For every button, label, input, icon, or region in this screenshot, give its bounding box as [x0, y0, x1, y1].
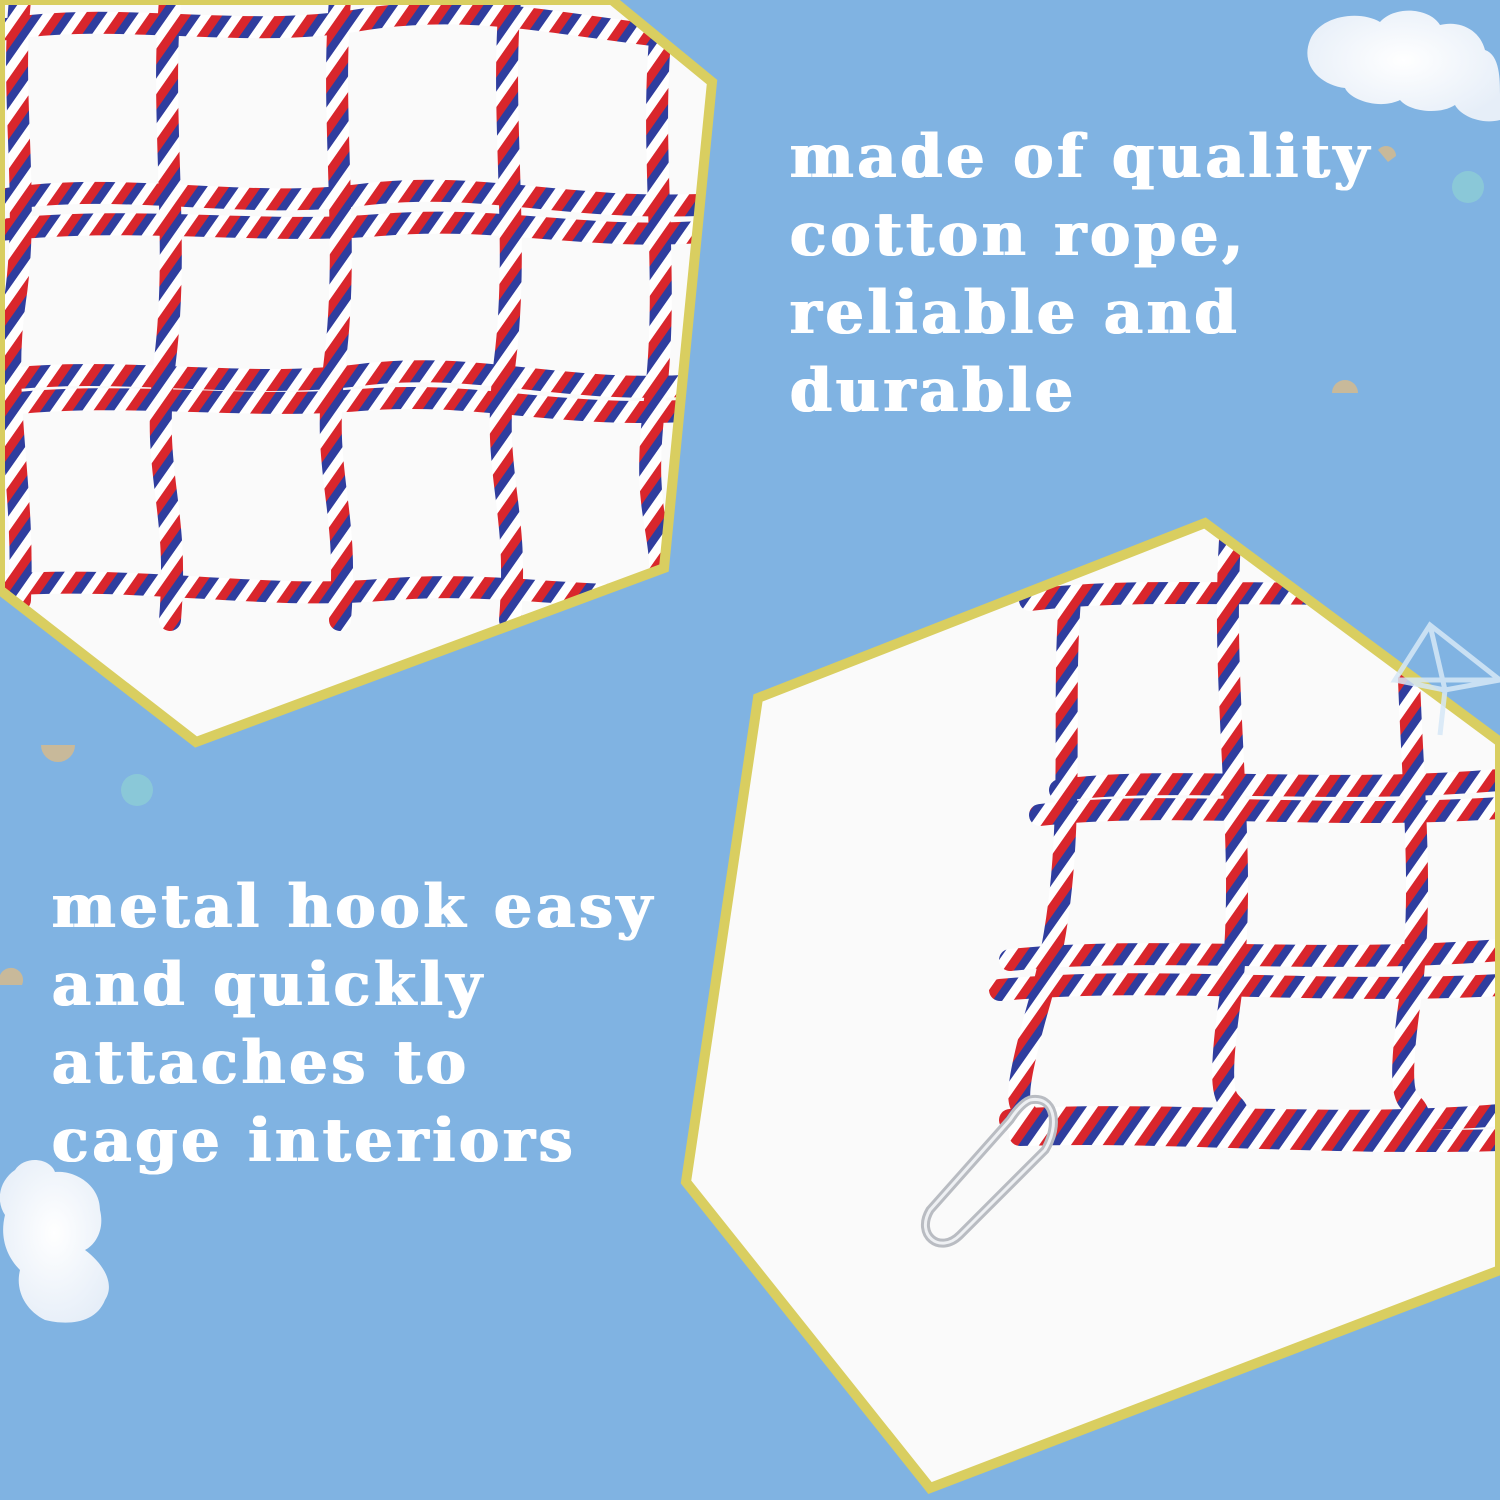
- carabiner-hook: [920, 1095, 1058, 1248]
- feature-text-hook: metal hook easy and quickly attaches to …: [52, 868, 656, 1180]
- feature-line: made of quality: [790, 122, 1373, 192]
- half-circle-icon: [0, 967, 24, 985]
- feature-line: cage interiors: [52, 1106, 577, 1176]
- feature-line: metal hook easy: [52, 872, 656, 942]
- confetti-dot-icon: [121, 774, 153, 806]
- cloud-icon: [1307, 10, 1500, 122]
- feature-line: cotton rope,: [790, 200, 1248, 270]
- rope-net-closeup-image: [0, 0, 718, 748]
- feature-line: durable: [790, 356, 1077, 426]
- rope-net-with-carabiner-image: [680, 517, 1500, 1494]
- confetti-dot-icon: [1452, 171, 1484, 203]
- cloud-icon: [0, 1160, 109, 1323]
- feature-line: reliable and: [790, 278, 1241, 348]
- feature-line: attaches to: [52, 1028, 470, 1098]
- feature-line: and quickly: [52, 950, 486, 1020]
- feature-text-material: made of quality cotton rope, reliable an…: [790, 118, 1373, 430]
- paper-plane-icon: [1390, 621, 1500, 736]
- half-circle-icon: [1378, 145, 1396, 162]
- half-circle-icon: [41, 745, 75, 762]
- half-circle-icon: [1332, 380, 1358, 393]
